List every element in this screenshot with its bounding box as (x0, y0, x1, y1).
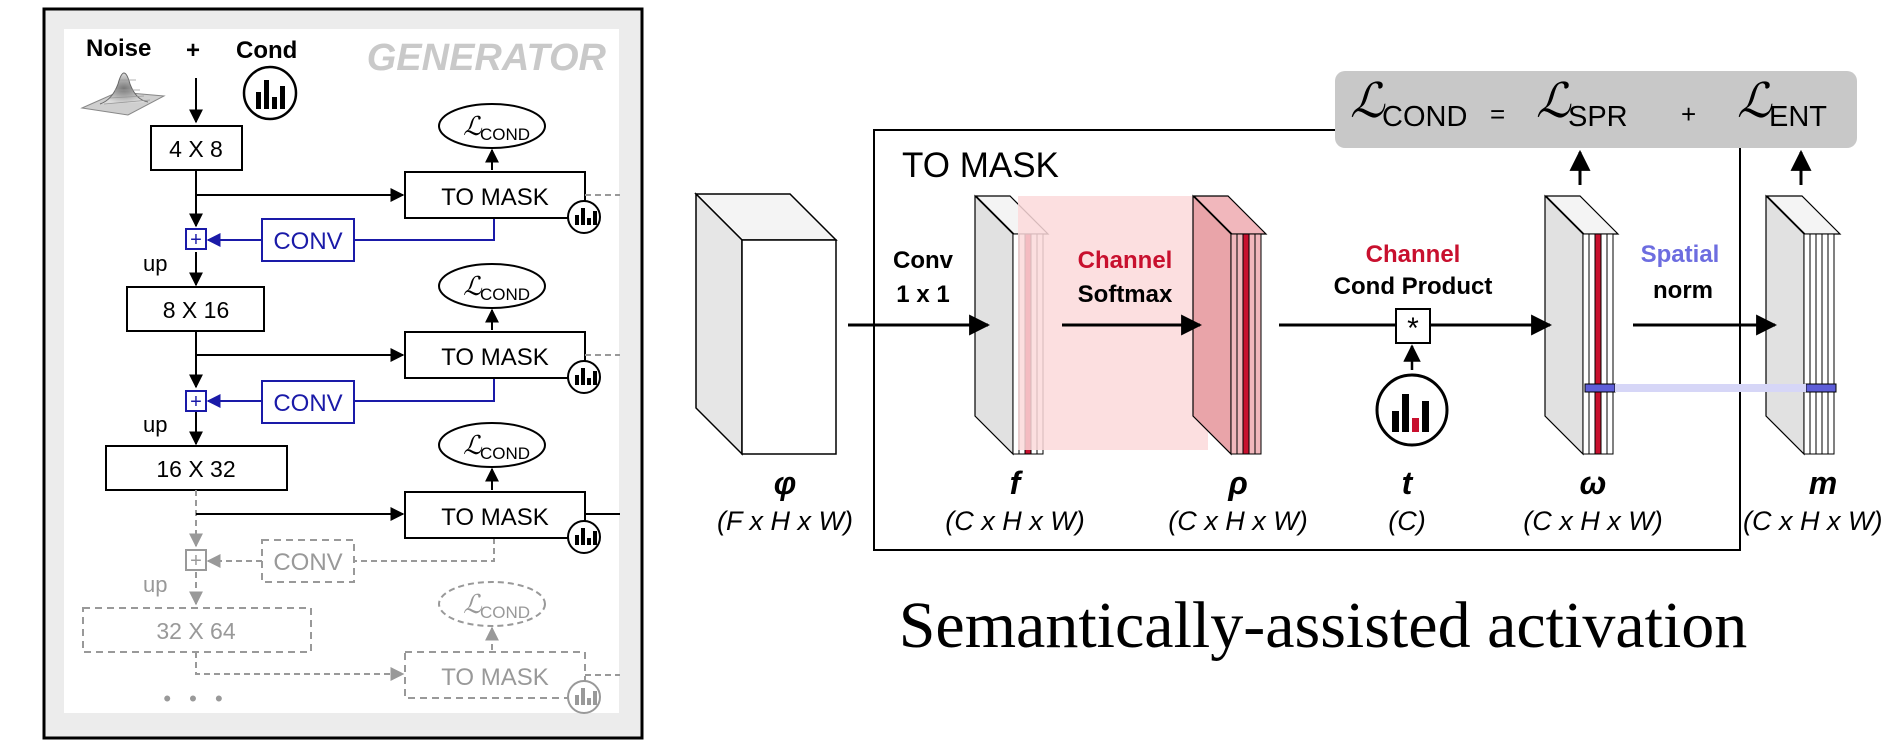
mask-cond-icon-4 (567, 680, 601, 714)
softmax-label-red: Channel (1078, 247, 1173, 274)
add-node-1 (185, 228, 207, 250)
tensor-omega-symbol: ω (1580, 465, 1607, 501)
cond-histogram-icon (242, 65, 298, 121)
up-label-2: up (143, 412, 167, 437)
tensor-omega-dims: (C x H x W) (1523, 506, 1662, 536)
tensor-t-dims: (C) (1388, 506, 1425, 536)
conv-label-3: CONV (273, 549, 342, 576)
generator-to-mask-3: TO MASK (404, 491, 586, 539)
tensor-rho-stack (1192, 194, 1268, 456)
softmax-band (1018, 196, 1208, 450)
to-mask-label-1: TO MASK (441, 184, 549, 211)
plus-label: + (186, 37, 200, 64)
loss-cond-2-sub: COND (480, 285, 530, 304)
spatial-label-blue: Spatial (1641, 241, 1720, 268)
conv-label-1: CONV (273, 228, 342, 255)
up-label-3: up (143, 572, 167, 597)
to-mask-detail: TO MASK ℒ COND = ℒ SPR + ℒ ENT (694, 71, 1882, 551)
add-symbol-2: + (190, 391, 202, 413)
conv-label-line2: 1 x 1 (896, 281, 949, 308)
loss-cond-3-symbol: ℒ (463, 430, 483, 460)
add-symbol-3: + (190, 550, 202, 572)
product-symbol: * (1407, 312, 1419, 345)
mask-to-conv-2 (354, 378, 495, 402)
add-node-3 (185, 549, 207, 571)
generator-ellipsis: • • • (163, 686, 228, 711)
loss-bar-bg (1335, 71, 1857, 148)
loss-cond-3: ℒ COND (438, 422, 546, 468)
conv-label-line1: Conv (893, 247, 954, 274)
size-label-4x8: 4 X 8 (169, 136, 223, 162)
loss-l-cond: ℒ (1350, 75, 1386, 128)
conv-box-1 (261, 218, 355, 262)
loss-equals: = (1490, 99, 1505, 129)
tensor-t-symbol: t (1402, 465, 1414, 501)
to-mask-feed-4 (195, 652, 405, 681)
loss-equation-bar: ℒ COND = ℒ SPR + ℒ ENT (1335, 71, 1857, 148)
product-node (1395, 308, 1431, 344)
softmax-label-black: Softmax (1078, 281, 1173, 308)
cond-product-label-black: Cond Product (1334, 273, 1493, 300)
cond-product-label-red: Channel (1366, 241, 1461, 268)
loss-plus: + (1681, 99, 1696, 129)
conv-label-2: CONV (273, 390, 342, 417)
to-mask-label-3: TO MASK (441, 504, 549, 531)
loss-cond-4-symbol: ℒ (463, 589, 483, 619)
generator-to-mask-1: TO MASK (404, 171, 586, 219)
cond-label: Cond (236, 37, 297, 64)
tensor-m-stack (1765, 194, 1842, 456)
add-symbol-1: + (190, 229, 202, 251)
tensor-phi-dims: (F x H x W) (717, 506, 853, 536)
tensor-phi-block (694, 192, 838, 456)
loss-cond-1-symbol: ℒ (463, 111, 483, 141)
to-mask-frame (873, 129, 1741, 551)
loss-spr-text: SPR (1568, 101, 1628, 133)
size-label-32x64: 32 X 64 (156, 618, 235, 644)
loss-ent-text: ENT (1769, 101, 1827, 133)
mask-cond-icon-3 (567, 520, 601, 554)
generator-panel: GENERATOR Noise + Cond 4 X 8 8 X 16 16 X… (42, 7, 644, 740)
loss-l-spr: ℒ (1536, 75, 1572, 128)
t-histogram-icon (1375, 373, 1449, 447)
size-box-16x32 (105, 445, 288, 491)
tensor-f-symbol: f (1010, 465, 1024, 501)
tensor-phi-symbol: φ (774, 465, 797, 501)
loss-cond-3-sub: COND (480, 444, 530, 463)
mask-to-conv-3 (354, 538, 495, 562)
tensor-rho-symbol: ρ (1227, 465, 1247, 501)
add-node-2 (185, 390, 207, 412)
generator-to-mask-2: TO MASK (404, 331, 586, 379)
loss-l-ent: ℒ (1737, 75, 1773, 128)
tensor-omega-stack (1544, 194, 1620, 456)
generator-to-mask-4: TO MASK (404, 651, 586, 699)
loss-cond-4: ℒ COND (438, 581, 546, 627)
to-mask-label-4: TO MASK (441, 664, 549, 691)
tensor-f-dims: (C x H x W) (945, 506, 1084, 536)
to-mask-title: TO MASK (902, 146, 1059, 185)
tensor-m-dims: (C x H x W) (1743, 506, 1882, 536)
loss-cond-2-symbol: ℒ (463, 271, 483, 301)
up-label-1: up (143, 251, 167, 276)
size-label-8x16: 8 X 16 (163, 297, 230, 323)
loss-cond-1-sub: COND (480, 125, 530, 144)
noise-label: Noise (86, 35, 151, 62)
loss-cond-4-sub: COND (480, 603, 530, 622)
mask-cond-icon-1 (567, 200, 601, 234)
noise-gaussian-icon (80, 72, 166, 116)
spatial-label-black: norm (1653, 277, 1713, 304)
to-mask-label-2: TO MASK (441, 344, 549, 371)
mask-to-conv-1 (354, 218, 495, 241)
mask-cond-icon-2 (567, 360, 601, 394)
loss-cond-2: ℒ COND (438, 263, 546, 309)
loss-cond-1: ℒ COND (438, 103, 546, 149)
size-box-8x16 (126, 286, 265, 332)
size-label-16x32: 16 X 32 (156, 456, 235, 482)
tensor-rho-dims: (C x H x W) (1168, 506, 1307, 536)
tensor-m-symbol: m (1809, 465, 1837, 501)
size-box-4x8 (150, 125, 243, 171)
generator-title: GENERATOR (367, 37, 607, 79)
caption-title: Semantically-assisted activation (899, 589, 1748, 662)
loss-cond-text: COND (1382, 101, 1467, 133)
